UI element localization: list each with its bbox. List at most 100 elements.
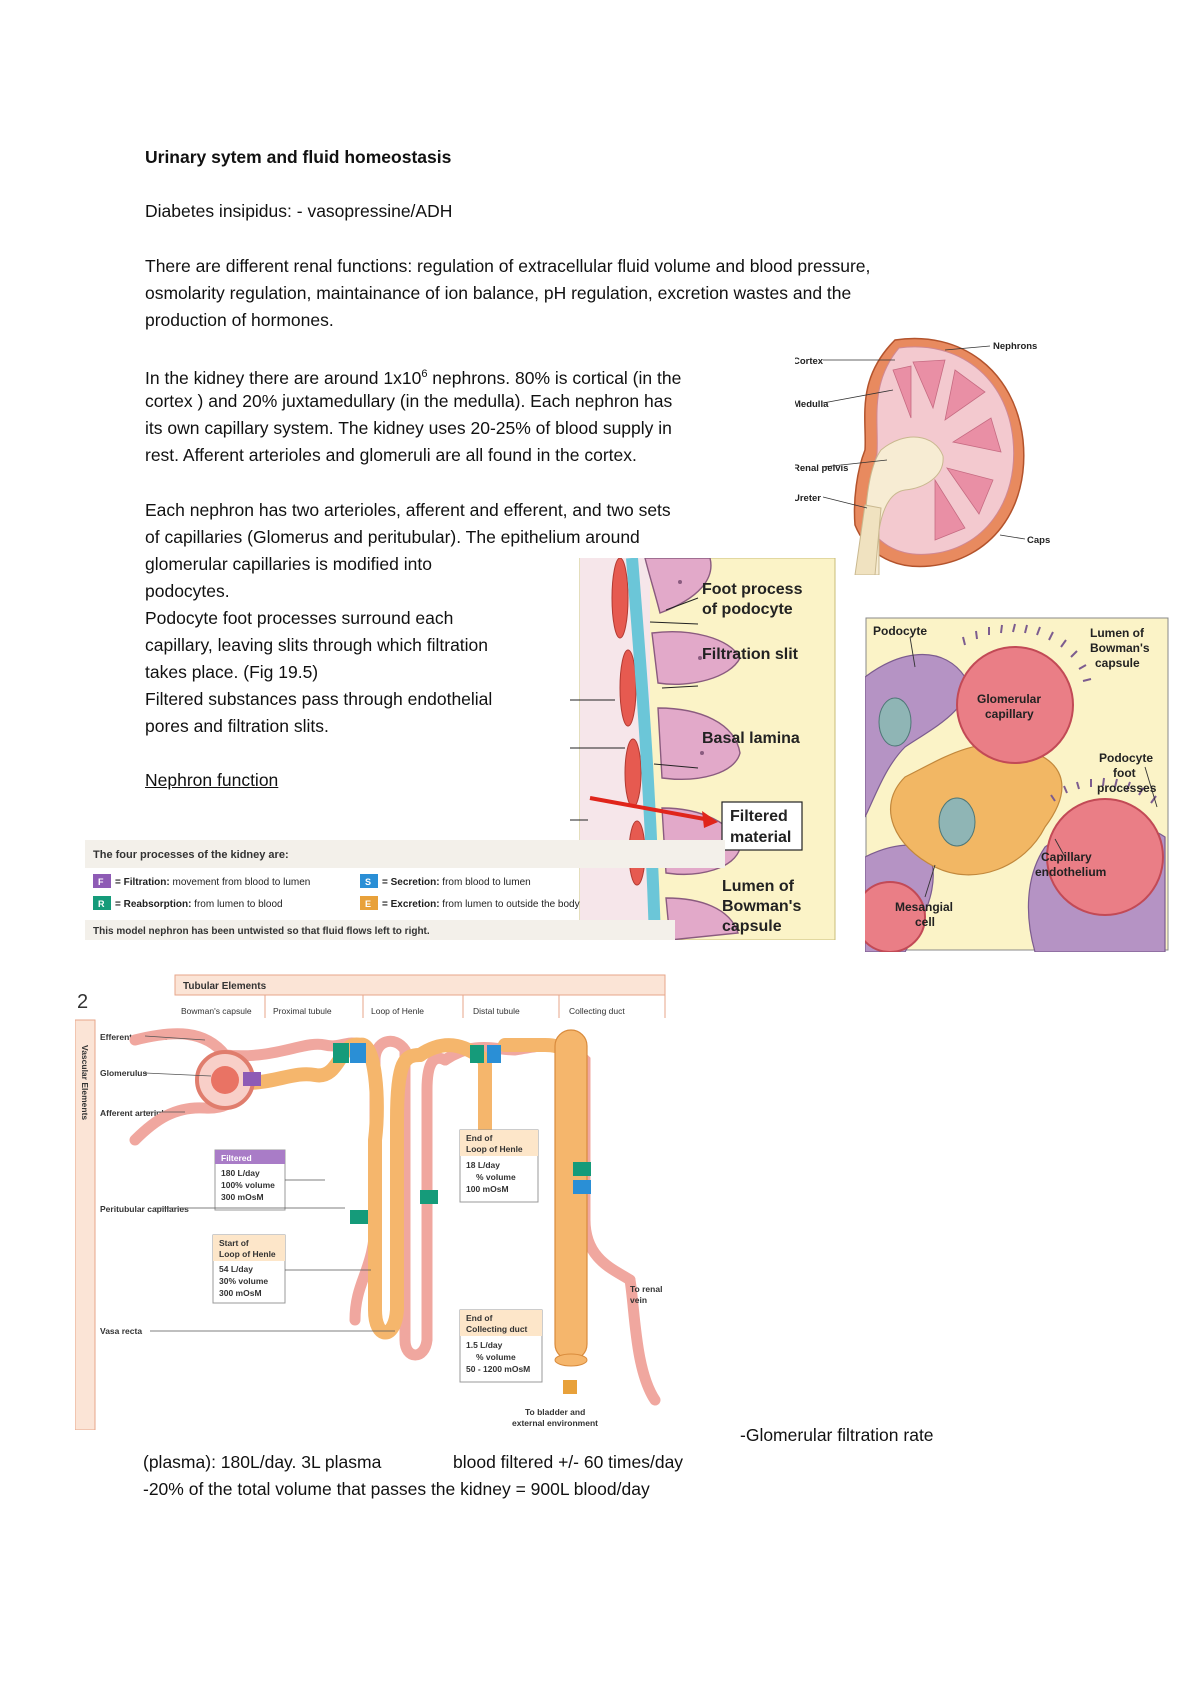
filtered-arrow [589,796,711,822]
renal-functions-line-2: osmolarity regulation, maintainance of i… [145,283,852,303]
filtration-leaders [570,597,699,821]
total-volume-line: -20% of the total volume that passes the… [143,1479,650,1499]
filtered-line-1: 180 L/day [221,1168,260,1178]
glomerulus-knot [211,1066,239,1094]
label-nephrons: Nephrons [993,341,1037,352]
legend-badge-e: E [365,899,371,909]
diabetes-line: Diabetes insipidus: - vasopressine/ADH [145,201,453,221]
start-loop-title-1: Start of [219,1238,249,1248]
arterioles-line-4: podocytes. [145,581,230,601]
arterioles-line-6: capillary, leaving slits through which f… [145,635,489,655]
filtered-line-3: 300 mOsM [221,1192,264,1202]
label-filtration-slit: Filtration slit [702,646,799,663]
podocyte-nucleus [878,697,912,747]
nephron-count-line-2: cortex ) and 20% juxtamedullary (in the … [145,391,673,411]
label-lumen-3: capsule [722,918,782,935]
processes-header-band [85,840,725,868]
label-filtered-2: material [730,829,791,846]
mesangial-nucleus [938,797,976,847]
collecting-duct-end [554,1353,588,1367]
label-ureter: Ureter [795,493,821,504]
nephron-count-line-4: rest. Afferent arterioles and glomeruli … [145,445,637,465]
label-foot-process-2: of podocyte [702,601,793,618]
vascular-peritubular: Peritubular capillaries [100,1204,189,1214]
col-loop: Loop of Henle [371,1006,424,1016]
col-distal: Distal tubule [473,1006,520,1016]
kidney-leader-lines [822,345,1026,540]
col-proximal: Proximal tubule [273,1006,332,1016]
vascular-afferent: Afferent arteriole [100,1108,169,1118]
tubular-title: Tubular Elements [183,981,267,992]
podocyte-figure: Podocyte Lumen of Bowman's capsule Glome… [865,617,1169,952]
nephron-function-heading: Nephron function [145,770,279,790]
legend-badge-excretion [360,896,378,910]
ureter-shape [854,504,882,575]
label-basal-lamina: Basal lamina [702,730,800,747]
label-capsule: Capsule [1027,535,1050,546]
basal-lamina-band [626,558,661,940]
label-lumen-1: Lumen of [722,878,795,895]
glomerular-capillary-top [956,646,1074,764]
nephron-count-sup: 6 [421,368,428,380]
col-collecting: Collecting duct [569,1006,625,1016]
loop-of-henle [353,1037,427,1340]
nephron-count-post: nephrons. 80% is cortical (in the [427,367,682,388]
processes-header: The four processes of the kidney are: [93,849,289,861]
renal-functions-line-1: There are different renal functions: reg… [145,256,871,276]
nephron-count-line: In the kidney there are around 1x106 nep… [145,361,681,392]
arterioles-line-9: pores and filtration slits. [145,716,329,736]
plasma-line-a: (plasma): 180L/day. 3L plasma [143,1452,382,1472]
end-loop-line-2: % volume [476,1172,516,1182]
arterioles-line-3: glomerular capillaries is modified into [145,554,432,574]
arterioles-line-2: of capillaries (Glomerus and peritubular… [145,527,640,547]
nephron-leaders [144,1035,395,1332]
tubular-header-box [174,974,666,996]
end-collecting-line-2: % volume [476,1352,516,1362]
legend-badge-secretion [360,874,378,888]
filtered-material-box [721,801,803,851]
start-loop-line-2: 30% volume [219,1276,268,1286]
vascular-vasa-recta: Vasa recta [100,1326,142,1336]
glomerular-capillary-lower-left [865,881,926,952]
legend-badge-f: F [98,877,104,887]
arterioles-line-1: Each nephron has two arterioles, afferen… [145,500,671,520]
end-loop-title-1: End of [466,1133,493,1143]
tubular-columns: Bowman's capsule Proximal tubule Loop of… [181,1006,625,1016]
kidney-pyramids [892,359,1002,541]
page-title: Urinary sytem and fluid homeostasis [145,147,452,167]
label-foot-process-1: Foot process [702,581,803,598]
to-renal-vein-2: vein [630,1295,647,1305]
arterioles-line-5: Podocyte foot processes surround each [145,608,454,628]
arterioles-line-8: Filtered substances pass through endothe… [145,689,493,709]
model-note-band [85,920,675,940]
nephron-count-pre: In the kidney there are around 1x10 [145,367,422,388]
foot-process-marks [962,623,1157,804]
vasa-recta-loop [369,1035,451,1361]
glomerular-capillary-bottom [1046,798,1164,916]
arterioles-line-7: takes place. (Fig 19.5) [145,662,319,682]
legend-badge-r: R [98,899,105,909]
label-lumen-1: Lumen of [1090,626,1145,640]
vascular-title: Vascular Elements [80,1045,90,1120]
legend-badge-filtration [93,874,111,888]
label-podocyte-foot-3: processes [1097,781,1157,795]
label-filtered-1: Filtered [730,808,788,825]
filtered-title: Filtered [221,1153,252,1163]
kidney-figure: Cortex Medulla Renal pelvis Ureter Nephr… [795,337,1050,575]
label-mesangial-2: cell [915,915,935,929]
vascular-labels: Efferent arteriole Glomerulus Afferent a… [100,1032,189,1336]
filtered-arrow-head [702,811,718,828]
legend-excretion: = Excretion: from lumen to outside the b… [382,899,580,910]
plasma-line-b: blood filtered +/- 60 times/day [453,1452,684,1472]
renal-pelvis-shape [864,436,944,575]
legend-secretion: = Secretion: from blood to lumen [382,877,531,888]
gfr-line: -Glomerular filtration rate [740,1425,934,1445]
label-renal-pelvis: Renal pelvis [795,463,848,474]
label-lumen-3: capsule [1095,656,1140,670]
legend-filtration: = Filtration: movement from blood to lum… [115,877,310,888]
legend-reabsorption: = Reabsorption: from lumen to blood [115,899,283,910]
nephron-count-line-3: its own capillary system. The kidney use… [145,418,672,438]
col-bowman: Bowman's capsule [181,1006,252,1016]
renal-vein-vessel [624,1274,661,1406]
tubular-column-dividers [264,995,666,1018]
